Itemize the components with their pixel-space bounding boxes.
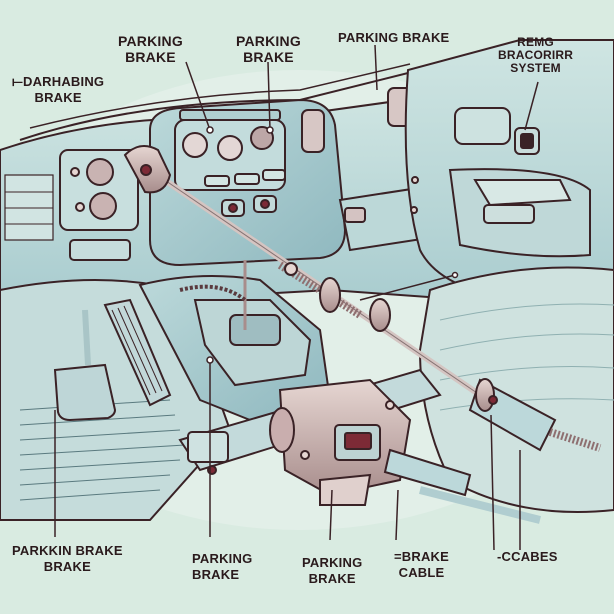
- label-brake-cable: =BRAKE CABLE: [394, 549, 449, 581]
- label-line: PARKING: [118, 33, 183, 49]
- seat: [418, 266, 614, 513]
- label-top-left: ⟝DARHABING BRAKE: [12, 74, 104, 106]
- label-line: BRACORIRR: [498, 48, 574, 62]
- label-line: =BRAKE: [394, 549, 450, 564]
- label-parking-brake-4: PARKING BRAKE: [192, 551, 252, 583]
- label-line: REMG: [517, 35, 554, 49]
- brake-mechanism: [269, 378, 541, 524]
- label-line: BRAKE: [34, 90, 82, 105]
- label-line: PARKING: [192, 551, 253, 566]
- label-line: -CCABES: [497, 549, 558, 564]
- label-bottom-left: PARKKIN BRAKE BRAKE: [12, 543, 123, 575]
- label-parking-brake-3: PARKING BRAKE: [338, 30, 449, 46]
- label-parking-brake-2: PARKING BRAKE: [236, 33, 301, 65]
- label-line: BRAKE: [308, 571, 356, 586]
- label-line: BRAKE: [192, 567, 240, 582]
- label-line: SYSTEM: [510, 61, 561, 75]
- leader-lines: [54, 44, 539, 551]
- label-line: BRAKE: [43, 559, 91, 574]
- label-line: PARKING: [236, 33, 301, 49]
- label-parking-brake-5: PARKING BRAKE: [302, 555, 362, 587]
- label-brake-system: REMG BRACORIRR SYSTEM: [498, 36, 573, 75]
- label-line: PARKING: [302, 555, 363, 570]
- label-line: CABLE: [398, 565, 445, 580]
- label-line: PARKING BRAKE: [338, 30, 450, 45]
- label-line: ⟝DARHABING: [12, 74, 105, 89]
- label-cables: -CCABES: [497, 549, 558, 565]
- door-panel: [404, 39, 614, 312]
- label-line: BRAKE: [125, 49, 176, 65]
- brake-cable: [123, 145, 602, 452]
- label-line: PARKKIN BRAKE: [12, 543, 123, 558]
- label-parking-brake-1: PARKING BRAKE: [118, 33, 183, 65]
- label-line: BRAKE: [243, 49, 294, 65]
